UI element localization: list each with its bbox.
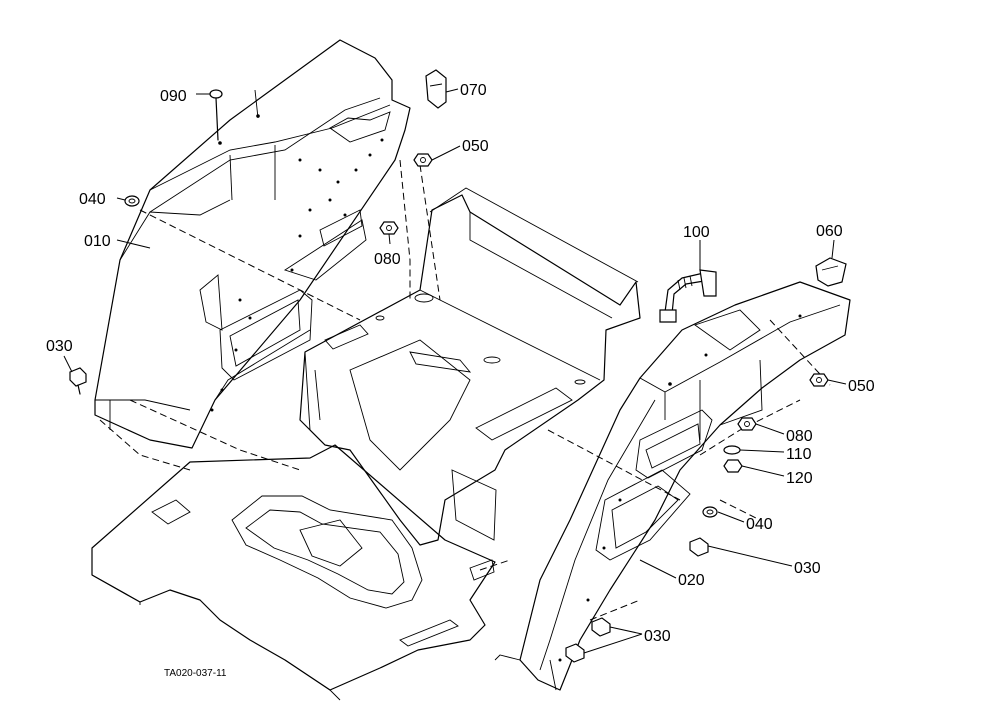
callout-040-right: 040 (746, 516, 773, 533)
knob-part (209, 89, 259, 141)
callout-030-right: 030 (794, 560, 821, 577)
callout-050-right: 050 (848, 378, 875, 395)
callout-010: 010 (84, 233, 111, 250)
callout-050-top: 050 (462, 138, 489, 155)
floor-plate (91, 444, 496, 701)
washer-part-a (124, 195, 140, 207)
nut-part-b (379, 221, 399, 235)
nut-part-c (809, 373, 829, 387)
washer-part-b (723, 445, 741, 455)
callout-040-left: 040 (79, 191, 106, 208)
leader-lines (63, 88, 847, 654)
hose-part (659, 269, 717, 323)
clip-part-b (815, 257, 847, 287)
callout-030-left: 030 (46, 338, 73, 355)
bolt-part-c (565, 617, 611, 663)
callout-110: 110 (786, 446, 812, 463)
center-body (299, 187, 641, 546)
callout-090: 090 (160, 88, 187, 105)
right-fender (494, 281, 851, 691)
nut-part-e (723, 459, 743, 473)
nut-part-d (737, 417, 757, 431)
nut-part-a (413, 153, 433, 167)
callout-080-right: 080 (786, 428, 813, 445)
bolt-part-b (689, 537, 709, 557)
callout-100: 100 (683, 224, 710, 241)
clip-part (425, 69, 447, 109)
alignment-lines (99, 159, 831, 621)
left-fender (94, 39, 411, 449)
callout-120: 120 (786, 470, 813, 487)
callout-080-left: 080 (374, 251, 401, 268)
drawing-code: TA020-037-11 (164, 668, 227, 679)
callout-labels: 090 070 050 040 010 080 030 100 060 050 … (46, 82, 875, 679)
callout-060: 060 (816, 223, 843, 240)
callout-070: 070 (460, 82, 487, 99)
callout-030-bottom: 030 (644, 628, 671, 645)
bolt-part-a (69, 367, 87, 395)
callout-020: 020 (678, 572, 705, 589)
washer-part-c (702, 506, 718, 518)
